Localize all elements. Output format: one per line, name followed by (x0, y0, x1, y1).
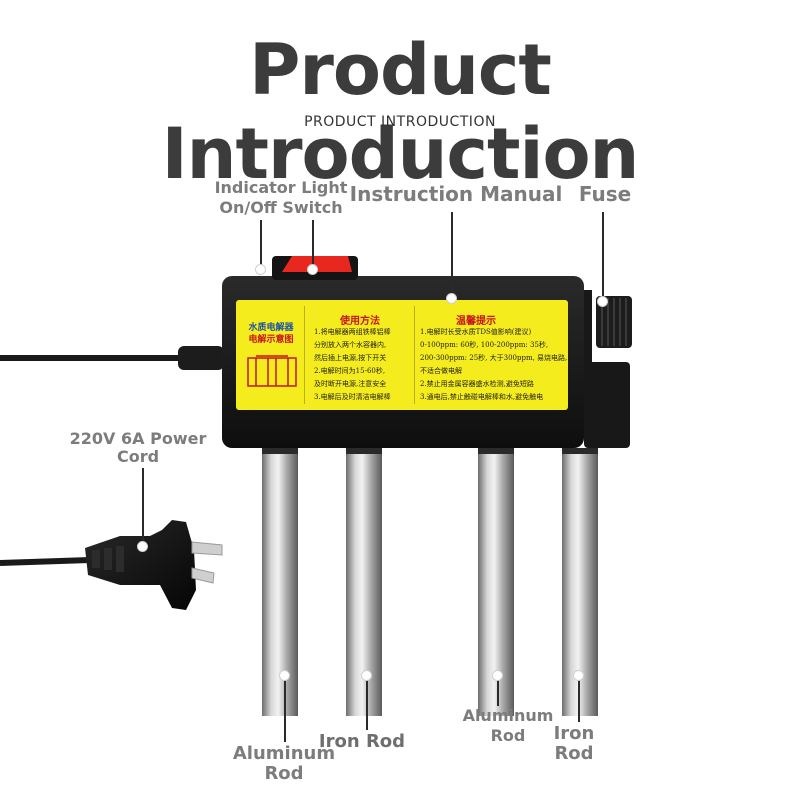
usage-line: 然后插上电源,按下开关 (314, 354, 387, 362)
panel-tips-title: 温馨提示 (456, 316, 496, 327)
leader-rod-iron-2 (578, 676, 580, 722)
marker-rod-aluminum-2 (492, 670, 503, 681)
usage-line: 1.将电解器两组铁棒铝棒 (314, 328, 391, 336)
label-rod-aluminum-1: Aluminum Rod (232, 743, 336, 784)
on-off-switch (282, 256, 352, 272)
marker-on-off-switch (307, 264, 318, 275)
usage-line: 及时断开电源,注意安全 (314, 380, 387, 388)
tips-line: 200-300ppm: 25秒, 大于300ppm, 易烧电路, (420, 354, 568, 362)
page-title: Product Introduction (161, 29, 640, 195)
panel-tips-list: 1.电解时长受水质TDS值影响(建议) 0-100ppm: 60秒, 100-20… (420, 326, 568, 404)
leader-instruction-manual (451, 212, 453, 298)
power-plug (85, 520, 223, 610)
label-power-cord: 220V 6A Power Cord (69, 429, 207, 466)
usage-line: 3.电解后及时清洁电解棒 (314, 393, 391, 401)
schematic-icon (247, 355, 297, 387)
label-rod-iron-2: Iron Rod (553, 723, 595, 764)
tips-line: 不适合做电解 (420, 367, 462, 375)
marker-indicator-light (255, 264, 266, 275)
marker-fuse (597, 296, 608, 307)
usage-line: 分别放入两个水容器内, (314, 341, 387, 349)
tips-line: 0-100ppm: 60秒, 100-200ppm: 35秒, (420, 341, 549, 349)
tips-line: 2.禁止用金属容器盛水检测,避免短路 (420, 380, 534, 388)
label-rod-iron-1: Iron Rod (318, 731, 406, 752)
leader-rod-iron-1 (366, 676, 368, 730)
tips-line: 3.通电后,禁止触碰电解棒和水,避免触电 (420, 393, 544, 401)
marker-rod-iron-2 (573, 670, 584, 681)
label-rod-aluminum-2: Aluminum Rod (462, 706, 554, 745)
leader-on-off-switch (312, 220, 314, 270)
label-fuse: Fuse (578, 182, 632, 206)
label-instruction-manual: Instruction Manual (349, 182, 563, 206)
marker-instruction-manual (446, 293, 457, 304)
page-subtitle: PRODUCT INTRODUCTION (304, 114, 496, 130)
panel-left-title: 水质电解器 电解示意图 (248, 323, 294, 345)
leader-rod-aluminum-1 (284, 676, 286, 742)
power-cable-lower (0, 557, 91, 566)
leader-fuse (602, 212, 604, 300)
strain-relief (178, 346, 224, 370)
marker-rod-iron-1 (361, 670, 372, 681)
leader-rod-aluminum-2 (497, 676, 499, 706)
leader-power-cord (142, 468, 144, 542)
marker-rod-aluminum-1 (279, 670, 290, 681)
panel-usage-list: 1.将电解器两组铁棒铝棒分别放入两个水容器内, 然后插上电源,按下开关 2.电解时间… (314, 326, 414, 404)
label-indicator-light: Indicator Light (214, 178, 348, 197)
label-indicator-switch: Indicator Light On/Off Switch (208, 178, 354, 218)
label-on-off-switch: On/Off Switch (219, 198, 343, 217)
usage-line: 2.电解时间为15-60秒, (314, 367, 386, 375)
panel-usage-title: 使用方法 (340, 316, 380, 327)
marker-power-cord (137, 541, 148, 552)
leader-indicator-light (260, 220, 262, 270)
instruction-panel (236, 300, 568, 410)
tips-line: 1.电解时长受水质TDS值影响(建议) (420, 328, 532, 336)
